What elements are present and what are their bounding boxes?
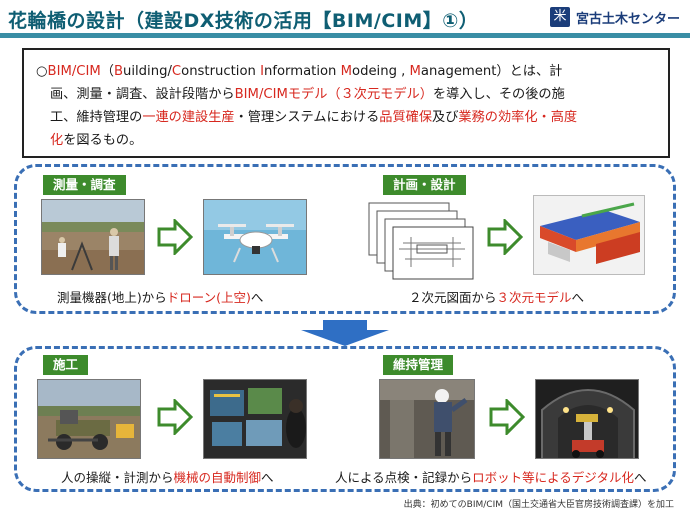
- header: 花輪橋の設計（建設DX技術の活用【BIM/CIM】①） 米 宮古土木センター: [0, 0, 690, 40]
- org-logo-icon: 米: [549, 7, 570, 27]
- intro-highlight: BIM/CIM: [47, 64, 101, 79]
- tag-design: 計画・設計: [383, 175, 466, 195]
- intro-line-2: 画、測量・調査、設計段階からBIM/CIMモデル（３次元モデル）を導入し、その後…: [36, 83, 656, 106]
- intro-text: ・管理システムにおける: [234, 110, 380, 125]
- tag-construction: 施工: [43, 355, 89, 375]
- 3d-bridge-model-illustration: [534, 196, 644, 274]
- design-caption: ２次元図面から３次元モデルへ: [409, 287, 584, 306]
- survey-caption: 測量機器(地上)からドローン(上空)へ: [57, 287, 263, 306]
- page-title: 花輪橋の設計（建設DX技術の活用【BIM/CIM】①）: [8, 10, 479, 32]
- intro-highlight: 業務の効率化・高度: [458, 110, 578, 125]
- 3d-model-image: [533, 195, 645, 275]
- 2d-drawings-photo: [365, 199, 477, 281]
- caption-highlight: ドローン(上空): [166, 290, 251, 305]
- intro-text: onstruction: [181, 64, 261, 79]
- intro-text: 及び: [432, 110, 459, 125]
- construction-machine-photo: [37, 379, 141, 459]
- intro-text: 工、維持管理の: [50, 110, 143, 125]
- intro-text: ○: [36, 64, 48, 79]
- construction-caption: 人の操縦・計測から機械の自動制御へ: [61, 467, 274, 486]
- tag-maintenance: 維持管理: [383, 355, 454, 375]
- caption-text: へ: [571, 290, 585, 305]
- arrow-right-icon: [489, 399, 525, 435]
- drone-illustration: [204, 200, 306, 274]
- intro-line-4: 化を図るもの。: [36, 129, 656, 152]
- caption-highlight: ロボット等によるデジタル化: [472, 470, 635, 485]
- intro-highlight: B: [113, 64, 123, 79]
- tunnel-robot-illustration: [536, 380, 638, 458]
- drawing-sheets-illustration: [368, 202, 474, 280]
- intro-text: nformation: [263, 64, 341, 79]
- intro-line-3: 工、維持管理の一連の建設生産・管理システムにおける品質確保及び業務の効率化・高度: [36, 106, 656, 129]
- caption-highlight: ３次元モデル: [496, 290, 572, 305]
- arrow-right-icon: [157, 399, 193, 435]
- inspector-illustration: [380, 380, 474, 458]
- arrow-right-icon: [157, 219, 193, 255]
- intro-text: を導入し、その後の施: [432, 87, 565, 102]
- intro-text: uilding/: [123, 64, 172, 79]
- source-note: 出典：初めてのBIM/CIM（国土交通省大臣官房技術調査課）を加工: [403, 500, 674, 510]
- organization: 米 宮古土木センター: [549, 5, 680, 29]
- arrow-down-icon: [301, 320, 389, 346]
- inspection-robot-photo: [535, 379, 639, 459]
- arrow-right-icon: [487, 219, 523, 255]
- section-survey-design: 測量・調査: [14, 164, 676, 314]
- caption-text: 人による点検・記録から: [335, 470, 473, 485]
- intro-text: odeing ,: [352, 64, 410, 79]
- monitoring-screen-photo: [203, 379, 307, 459]
- intro-text: （: [100, 64, 114, 79]
- intro-text: anagement）とは、計: [420, 64, 563, 79]
- caption-text: 人の操縦・計測から: [61, 470, 174, 485]
- caption-highlight: 機械の自動制御: [173, 470, 262, 485]
- caption-text: へ: [250, 290, 264, 305]
- caption-text: へ: [261, 470, 274, 485]
- maintenance-caption: 人による点検・記録からロボット等によるデジタル化へ: [335, 467, 647, 486]
- drone-photo: [203, 199, 307, 275]
- caption-text: ２次元図面から: [409, 290, 497, 305]
- intro-text: を図るもの。: [63, 133, 143, 148]
- intro-highlight: 品質確保: [379, 110, 433, 125]
- survey-photo-illustration: [42, 200, 144, 274]
- section-construction-maintenance: 施工 人の操縦・計測から機械の自動制御へ 維持管理: [14, 346, 676, 492]
- tag-survey: 測量・調査: [43, 175, 126, 195]
- inspection-photo: [379, 379, 475, 459]
- intro-highlight: I: [260, 64, 264, 79]
- intro-highlight: BIM/CIMモデル（３次元モデル）: [234, 87, 433, 102]
- survey-instrument-photo: [41, 199, 145, 275]
- title-underline: [0, 33, 690, 38]
- intro-highlight: M: [409, 64, 421, 79]
- intro-highlight: M: [340, 64, 352, 79]
- intro-box: ○BIM/CIM（Building/Construction Informati…: [22, 48, 670, 158]
- grader-illustration: [38, 380, 140, 458]
- intro-text: 画、測量・調査、設計段階から: [50, 87, 235, 102]
- intro-highlight: 化: [50, 133, 64, 148]
- caption-text: 測量機器(地上)から: [57, 290, 167, 305]
- control-monitors-illustration: [204, 380, 306, 458]
- caption-text: へ: [634, 470, 647, 485]
- intro-line-1: ○BIM/CIM（Building/Construction Informati…: [36, 60, 656, 83]
- org-name: 宮古土木センター: [575, 11, 680, 27]
- intro-highlight: 一連の建設生産: [142, 110, 235, 125]
- intro-highlight: C: [171, 64, 182, 79]
